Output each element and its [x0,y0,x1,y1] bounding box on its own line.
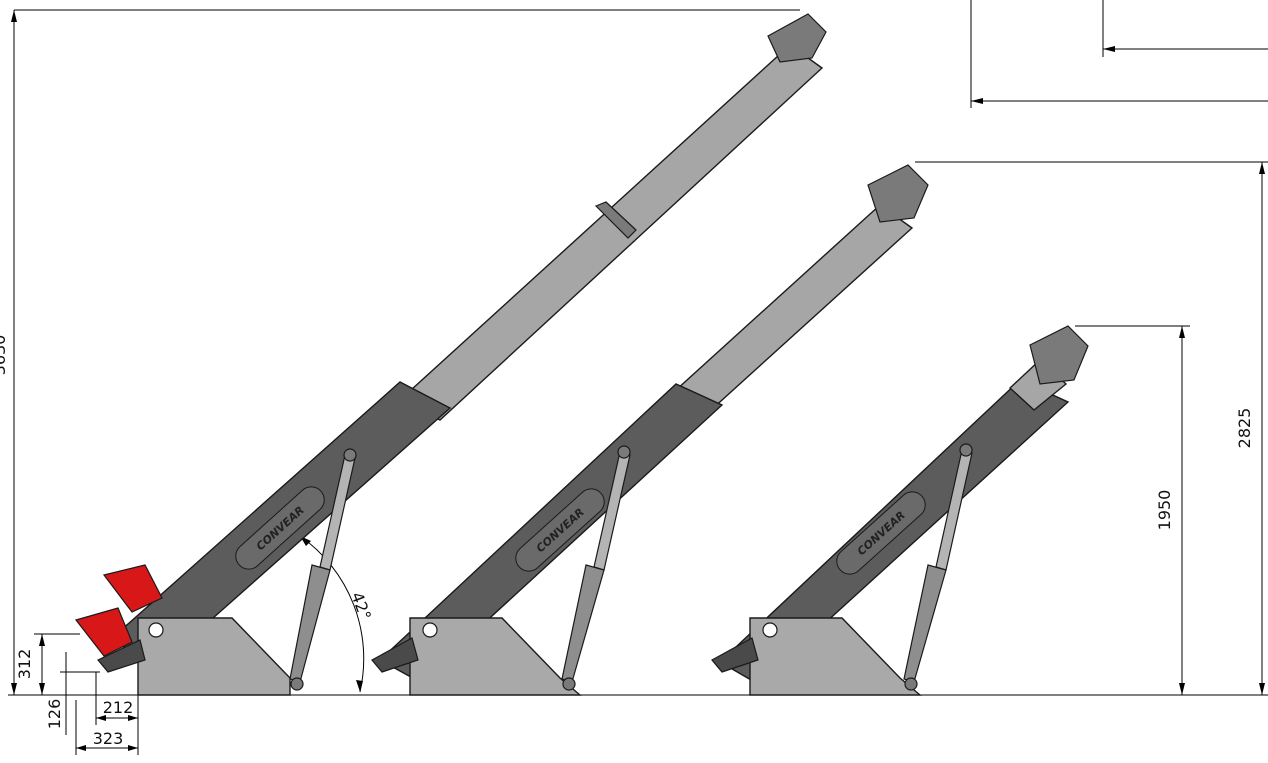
ram-pivot-bottom [562,677,576,691]
inlet-hopper [711,637,759,673]
ram-pivot-top [617,445,631,459]
arrow-down [11,683,17,695]
base-hole [762,622,778,638]
angle-label: 42° [347,590,375,623]
discharge-head [1029,325,1089,385]
inlet-arrow-up [39,634,45,646]
conveyor-retracted [711,325,1089,696]
min-arrow-up [1179,326,1185,338]
ram-cylinder [903,564,947,683]
boom-label-plate [515,488,605,572]
min-height-label: 1950 [1155,490,1174,531]
drive-motor-lower [74,607,133,657]
len-a-arrow-l [96,715,106,721]
inlet-length-a-label: 212 [103,698,134,717]
base-hole [422,622,438,638]
inlet-hopper [371,637,419,673]
tube-collar [594,201,637,239]
inlet-arrow-down [39,683,45,695]
base-hole [148,622,164,638]
inlet-height-label: 312 [15,649,34,680]
conveyor-mid-extension [371,164,929,696]
arrow-up [11,10,17,22]
len-b-arrow-l [76,745,86,751]
mid-arrow-down [1259,683,1265,695]
ram-cylinder [561,564,605,683]
ram-cylinder [289,564,331,683]
boom-label-plate [235,486,325,570]
discharge-head [767,13,827,63]
base-frame [137,617,291,696]
min-arrow-down [1179,683,1185,695]
tr-arrow-1 [971,98,983,104]
max-height-label: 3630 [0,335,9,376]
drive-motor-upper [102,564,163,613]
mid-arrow-up [1259,162,1265,174]
inlet-length-b-label: 323 [93,729,124,748]
discharge-head [867,164,929,223]
ram-pivot-bottom [904,677,918,691]
mid-height-label: 2825 [1235,408,1254,449]
dimension-lines [8,0,1268,755]
inlet-offset-label: 126 [45,699,64,730]
angle-arc [299,535,365,693]
ram-pivot-top [343,448,357,462]
inlet-hopper [97,639,146,673]
angle-arrow [356,680,363,692]
ram-pivot-top [959,443,973,457]
tr-arrow-2 [1103,46,1115,52]
len-b-arrow-r [128,745,138,751]
boom-label-plate [836,491,926,575]
len-a-arrow-r [128,715,138,721]
conveyor-full-extension [74,13,827,696]
dimension-labels: 3630 2825 1950 312 126 212 323 42° [0,335,1254,748]
ram-pivot-bottom [290,677,304,691]
boom-inner-tube [663,204,914,421]
